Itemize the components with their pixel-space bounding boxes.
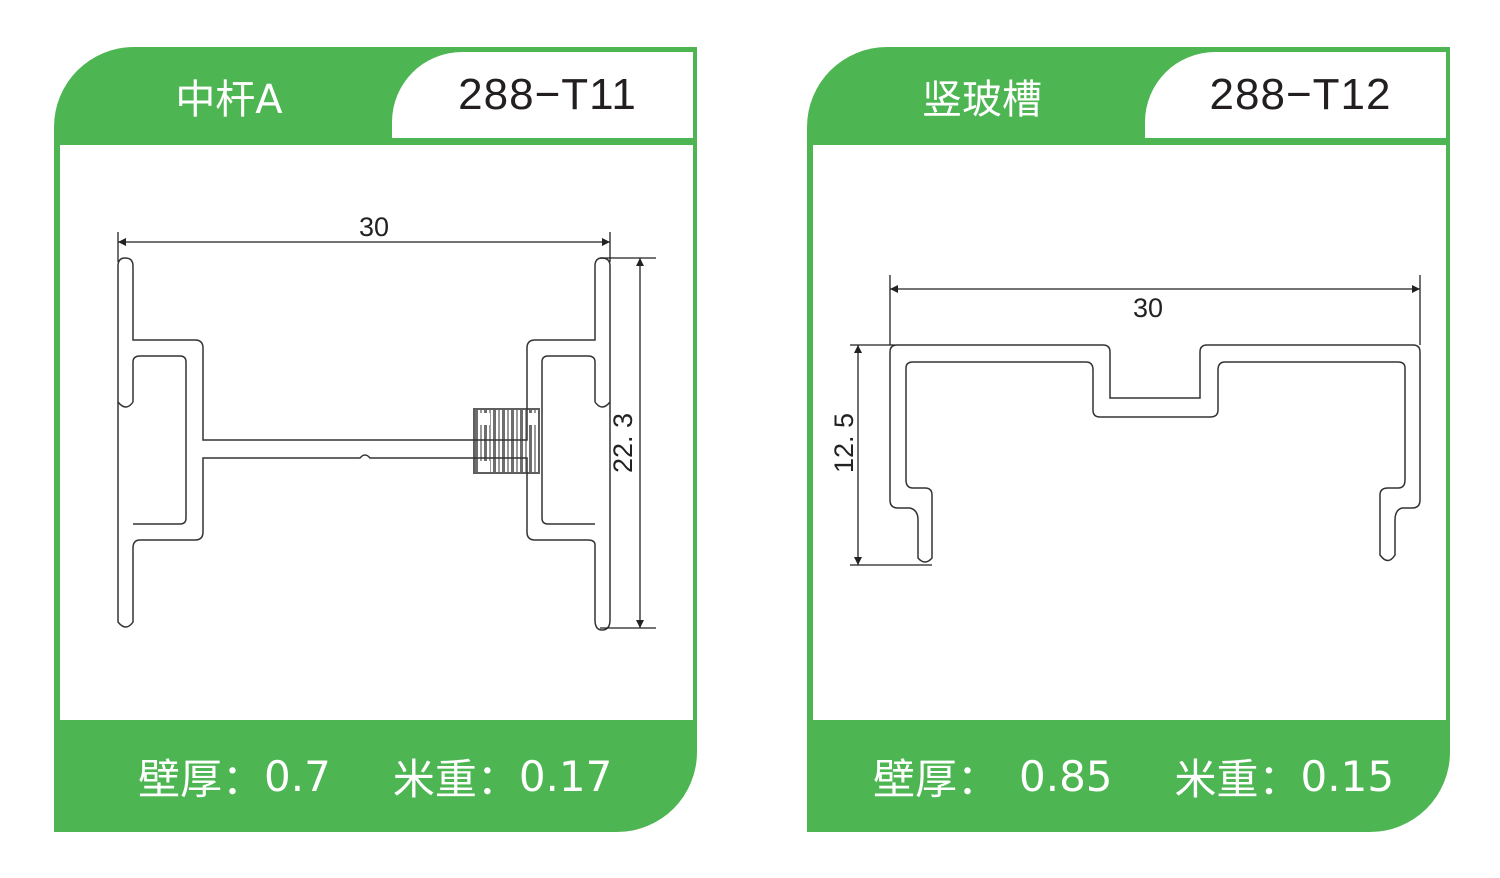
wall-thickness-value: 0.85 [1019, 751, 1113, 801]
product-code-box: 288−T11 [392, 52, 693, 138]
product-code: 288−T11 [458, 70, 637, 119]
profile-drawing-area [60, 145, 693, 720]
meter-weight-value: 0.17 [518, 751, 613, 801]
wall-thickness-label: 壁厚： [873, 754, 1000, 804]
meter-weight-label: 米重： [1174, 754, 1301, 804]
wall-thickness-value: 0.7 [264, 751, 331, 801]
meter-weight-label: 米重： [392, 754, 519, 804]
product-name: 竖玻槽 [922, 77, 1042, 123]
profile-drawing-area [813, 145, 1446, 720]
qr-code [473, 408, 540, 474]
meter-weight-value: 0.15 [1300, 751, 1395, 801]
product-name: 中杆A [175, 77, 283, 123]
wall-thickness-label: 壁厚： [138, 754, 265, 804]
product-card-288-t11: 中杆A 288−T11 壁厚： 0.7 米重： 0.17 [54, 47, 697, 832]
product-specs: 壁厚： 0.85 米重： 0.15 [807, 720, 1450, 832]
product-code-box: 288−T12 [1145, 52, 1446, 138]
product-code: 288−T12 [1209, 70, 1392, 119]
product-specs: 壁厚： 0.7 米重： 0.17 [54, 720, 697, 832]
product-card-288-t12: 竖玻槽 288−T12 壁厚： 0.85 米重： 0.15 [807, 47, 1450, 832]
